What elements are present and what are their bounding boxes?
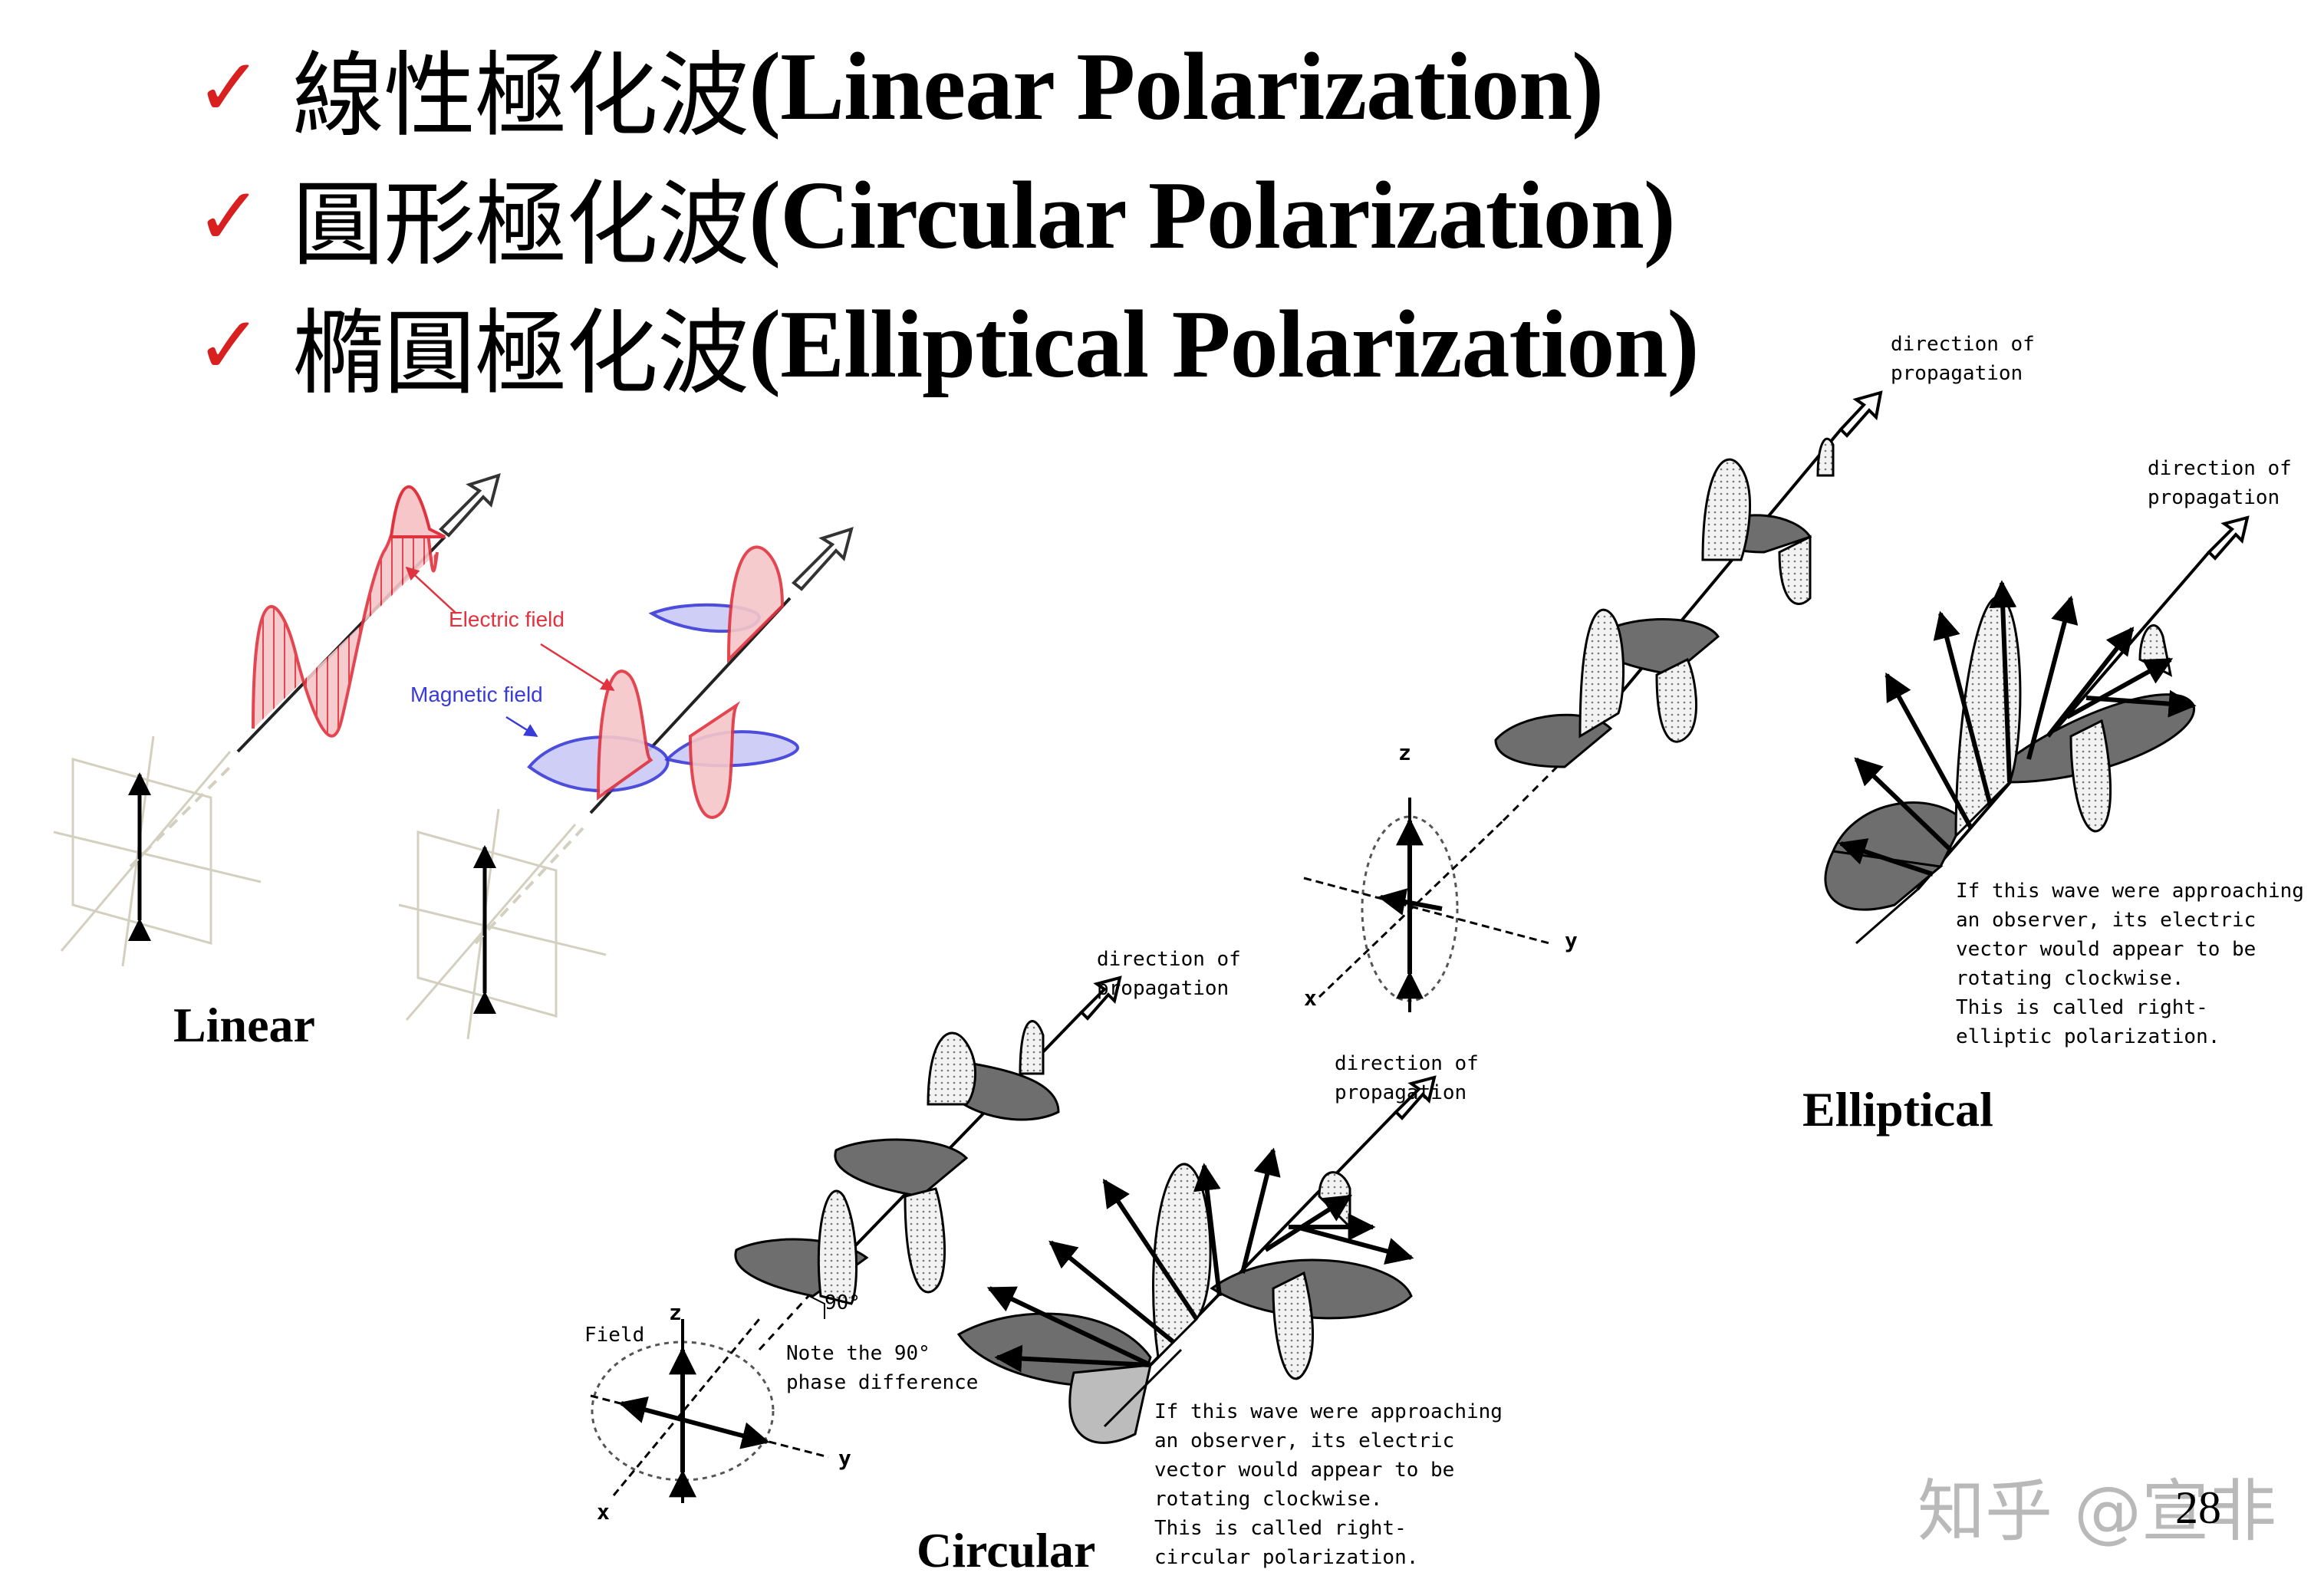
circular-axis-x: x [597, 1499, 610, 1525]
circular-direction-label-b: direction of propagation [1335, 1052, 1479, 1104]
elliptical-observer-note: If this wave were approaching an observe… [1956, 880, 2304, 1048]
circular-axis-z: z [669, 1300, 682, 1325]
phase-note: Note the 90° phase difference [786, 1342, 979, 1394]
title-cjk: 橢圓極化波 [292, 301, 749, 407]
title-circular: ✓ 圓形極化波 (Circular Polarization) [196, 152, 1698, 281]
circular-diagram-a [590, 975, 1122, 1503]
check-icon: ✓ [196, 169, 262, 263]
title-latin: (Linear Polarization) [749, 34, 1604, 140]
circular-diagram-b [956, 1075, 1437, 1444]
caption-circular: Circular [917, 1523, 1096, 1577]
caption-linear: Linear [173, 998, 315, 1052]
check-icon: ✓ [196, 298, 262, 392]
electric-field-label: Electric field [449, 607, 565, 631]
linear-diagram-b [398, 527, 854, 1040]
circular-observer-note: If this wave were approaching an observe… [1154, 1400, 1503, 1569]
title-elliptical: ✓ 橢圓極化波 (Elliptical Polarization) [196, 281, 1699, 410]
elliptical-axis-x: x [1304, 985, 1317, 1011]
title-latin: (Elliptical Polarization) [749, 291, 1699, 398]
title-list: ✓ 線性極化波 (Linear Polarization) ✓ 圓形極化波 (C… [196, 23, 1699, 410]
field-label: Field [584, 1324, 645, 1347]
title-cjk: 線性極化波 [292, 43, 749, 150]
title-linear: ✓ 線性極化波 (Linear Polarization) [196, 23, 1698, 152]
title-cjk: 圓形極化波 [292, 172, 749, 278]
page-number: 28 [2175, 1482, 2221, 1533]
elliptical-diagram-b [1824, 515, 2250, 945]
elliptical-axis-z: z [1398, 740, 1411, 765]
circular-axis-y: y [838, 1446, 851, 1471]
magnetic-field-label: Magnetic field [410, 683, 543, 706]
watermark: 知乎 @宣非 [1917, 1472, 2276, 1551]
angle-label: 90° [825, 1291, 861, 1314]
linear-diagram-a [53, 473, 501, 967]
caption-elliptical: Elliptical [1802, 1082, 1993, 1137]
elliptical-diagram-a [1303, 390, 1883, 1012]
title-latin: (Circular Polarization) [749, 163, 1676, 269]
elliptical-direction-label-b: direction of propagation [2148, 457, 2292, 509]
circular-direction-label-a: direction of propagation [1097, 948, 1241, 1000]
elliptical-direction-label-a: direction of propagation [1891, 333, 2035, 385]
elliptical-axis-y: y [1565, 928, 1578, 953]
check-icon: ✓ [196, 41, 262, 134]
